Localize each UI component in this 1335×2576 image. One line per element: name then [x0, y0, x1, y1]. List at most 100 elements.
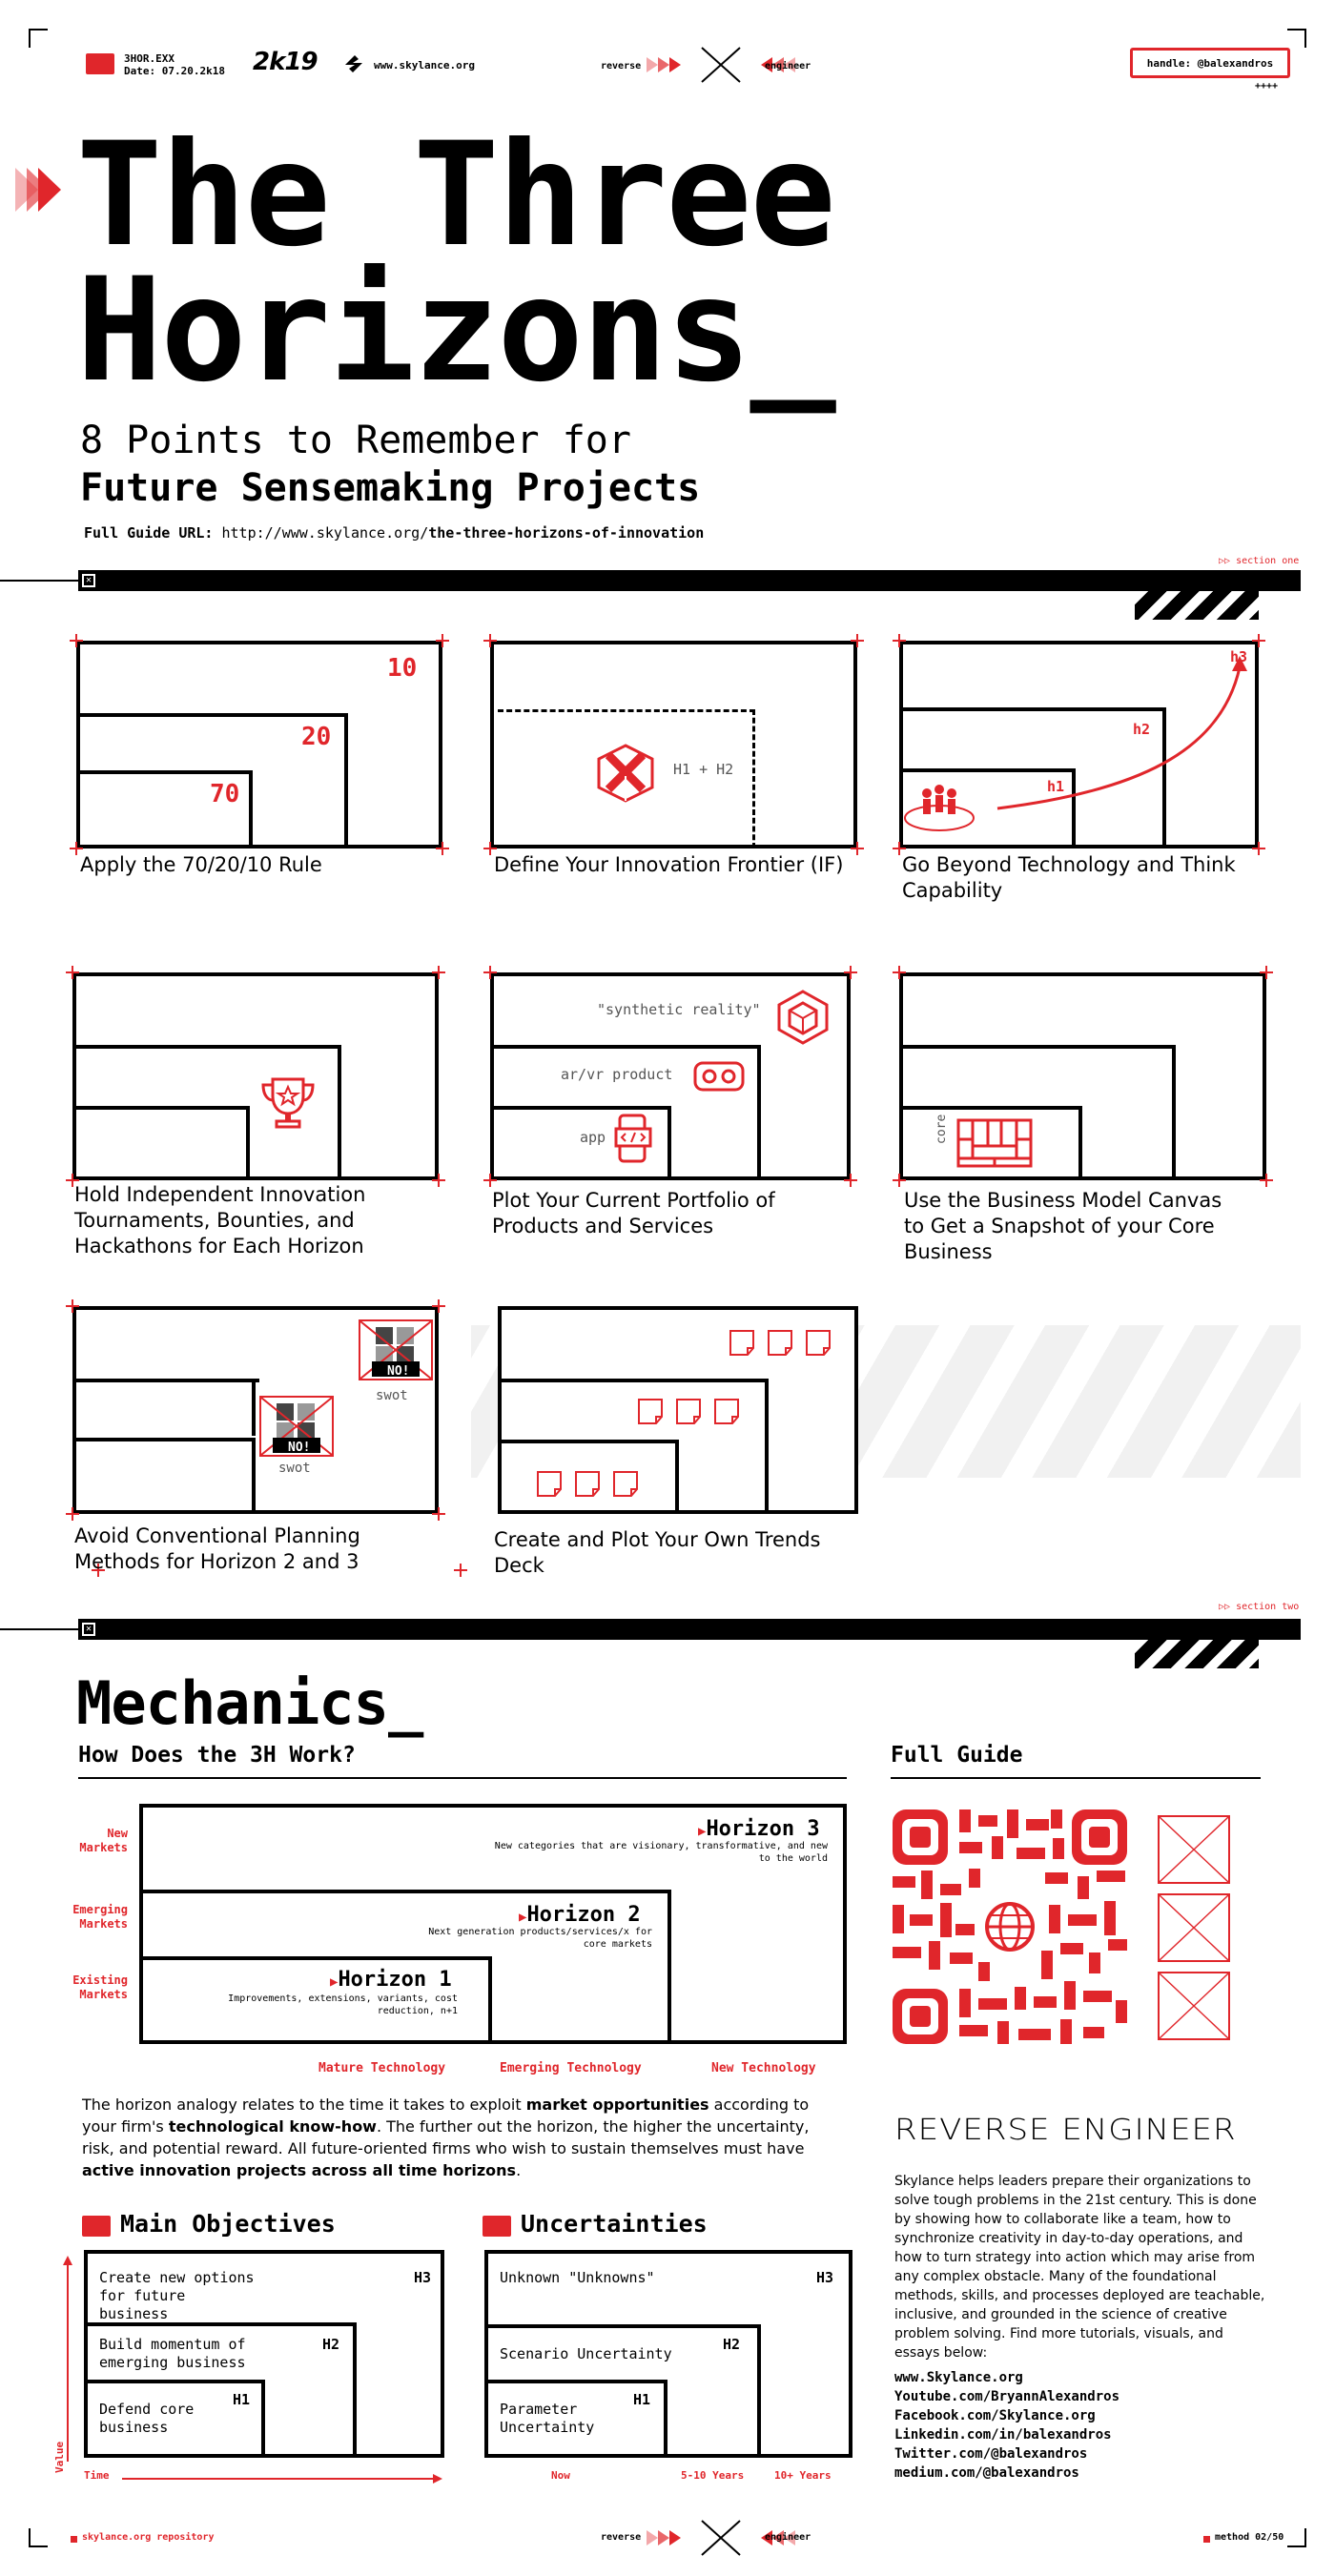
corner-tick — [66, 1299, 79, 1313]
card1-title: Apply the 70/20/10 Rule — [80, 853, 322, 876]
corner-tick — [454, 1564, 467, 1577]
corner-mark-tr — [1287, 29, 1306, 48]
x-label-mature: Mature Technology — [318, 2061, 446, 2075]
footer-square-icon — [1203, 2536, 1210, 2543]
corner-tick — [92, 1564, 105, 1577]
link-linkedin[interactable]: Linkedin.com/in/balexandros — [894, 2427, 1112, 2443]
card1-label-70: 70 — [210, 780, 240, 808]
y-label-line: Markets — [79, 1988, 128, 2001]
hero-subtitle-line1: 8 Points to Remember for — [80, 419, 631, 462]
hero-arrow-icon — [13, 160, 71, 219]
footer-nav-engineer: engineer — [765, 2532, 811, 2543]
full-guide-blurb: Skylance helps leaders prepare their org… — [894, 2174, 1265, 2361]
guide-url-row[interactable]: Full Guide URL: http://www.skylance.org/… — [84, 524, 704, 542]
h3-name: Horizon 3 — [706, 1817, 820, 1841]
link-medium[interactable]: medium.com/@balexandros — [894, 2465, 1079, 2481]
card2-title: Define Your Innovation Frontier (IF) — [494, 853, 844, 876]
card5-label-arvr: ar/vr product — [561, 1066, 673, 1083]
business-model-canvas-icon — [955, 1117, 1034, 1169]
para-emphasis: market opportunities — [525, 2096, 709, 2114]
link-facebook[interactable]: Facebook.com/Skylance.org — [894, 2408, 1096, 2423]
section-two-leader-line — [0, 1628, 78, 1630]
uncertainties-h3-tag: H3 — [816, 2269, 834, 2286]
link-website[interactable]: www.Skylance.org — [894, 2370, 1023, 2385]
footer-method-label: method 02/50 — [1215, 2532, 1284, 2543]
corner-tick — [844, 1174, 857, 1187]
para-part: according to your firm's — [82, 2096, 810, 2136]
objectives-h1-text: Defend core business — [99, 2401, 195, 2436]
h2-name: Horizon 2 — [526, 1903, 641, 1927]
social-links: www.Skylance.org Youtube.com/BryannAlexa… — [894, 2368, 1119, 2483]
hero-subtitle-line2: Future Sensemaking Projects — [80, 466, 701, 510]
corner-mark-tl — [29, 29, 48, 48]
site-link[interactable]: www.skylance.org — [374, 59, 475, 72]
card6-title: Use the Business Model Canvas to Get a S… — [904, 1189, 1222, 1263]
link-twitter[interactable]: Twitter.com/@balexandros — [894, 2446, 1088, 2462]
guide-url-bold[interactable]: the-three-horizons-of-innovation — [428, 524, 705, 542]
corner-tick — [851, 842, 864, 855]
h2-desc: Next generation products/services/x for … — [428, 1927, 652, 1950]
qr-code[interactable] — [893, 1809, 1127, 2044]
mechanics-rule — [78, 1777, 847, 1779]
reverse-engineer-emblem-icon — [645, 44, 807, 86]
card7-title: Avoid Conventional Planning Methods for … — [74, 1524, 360, 1573]
trend-cards-row-mid — [637, 1398, 746, 1426]
section-two-tag: ▷▷ section two — [1219, 1602, 1299, 1612]
uncertainties-h3-text: Unknown "Unknowns" — [500, 2269, 655, 2286]
footer-nav-reverse: reverse — [601, 2532, 642, 2543]
corner-tick — [436, 634, 449, 647]
mechanics-paragraph: The horizon analogy relates to the time … — [82, 2094, 845, 2181]
objectives-h1-box — [84, 2380, 265, 2458]
guide-url-label: Full Guide URL: — [84, 524, 214, 542]
corner-tick — [893, 842, 906, 855]
y-label-line: Existing — [72, 1973, 128, 1987]
folder-icon — [86, 53, 114, 74]
hero-title-line2: Horizons_ — [76, 248, 836, 414]
mobile-app-icon — [614, 1114, 652, 1163]
objectives-title: Main Objectives — [120, 2210, 336, 2238]
corner-tick — [432, 1299, 445, 1313]
guide-url-plain[interactable]: http://www.skylance.org/ — [221, 524, 429, 542]
h1-box — [139, 1956, 492, 2044]
corner-tick — [483, 1174, 497, 1187]
link-youtube[interactable]: Youtube.com/BryannAlexandros — [894, 2389, 1120, 2404]
corner-tick — [483, 842, 497, 855]
card6-label-core: core — [934, 1114, 949, 1144]
card7-label-swot-bottom: swot — [278, 1461, 311, 1476]
corner-tick — [844, 966, 857, 979]
uncertainties-x-5-10: 5-10 Years — [681, 2469, 745, 2482]
card7-label-swot-top: swot — [376, 1388, 408, 1403]
full-guide-title: Full Guide — [891, 1743, 1023, 1768]
bolt-icon — [341, 51, 366, 76]
corner-tick — [66, 1174, 79, 1187]
corner-tick — [1260, 1174, 1273, 1187]
card3-label-h2: h2 — [1133, 721, 1151, 738]
handle-badge[interactable]: handle: @balexandros — [1130, 48, 1290, 78]
card4-title: Hold Independent Innovation Tournaments,… — [74, 1183, 366, 1257]
footer-emblem-icon — [645, 2517, 807, 2559]
mechanics-question: How Does the 3H Work? — [78, 1743, 356, 1768]
objectives-h3-tag: H3 — [414, 2269, 432, 2286]
trophy-icon — [259, 1073, 317, 1133]
section-arrow-icon: ▷▷ — [1219, 1602, 1237, 1612]
h1-arrow-icon: ▶ — [330, 1974, 339, 1990]
footer-left-link[interactable]: skylance.org repository — [82, 2532, 215, 2543]
y-label-emerging-markets: Emerging Markets — [38, 1903, 128, 1932]
card6-inner-box — [899, 1106, 1082, 1180]
card5-title: Plot Your Current Portfolio of Products … — [492, 1189, 775, 1237]
card5-label-synthetic: "synthetic reality" — [597, 1001, 761, 1018]
corner-tick — [483, 634, 497, 647]
corner-tick — [436, 842, 449, 855]
time-axis-label: Time — [84, 2469, 110, 2482]
trend-cards-row-bottom — [536, 1470, 645, 1499]
swot-no-badge: NO! — [288, 1441, 311, 1455]
x-label-emerging: Emerging Technology — [500, 2061, 642, 2075]
section-one-stripes — [1135, 591, 1259, 620]
uncertainties-folder-icon — [483, 2216, 511, 2237]
card8-inner-box — [498, 1440, 679, 1514]
h1-name: Horizon 1 — [338, 1968, 452, 1992]
card1-inner-box — [76, 770, 253, 848]
card8-title: Create and Plot Your Own Trends Deck — [494, 1528, 821, 1577]
nav-reverse-label: reverse — [601, 61, 642, 72]
para-part: . — [516, 2161, 522, 2179]
